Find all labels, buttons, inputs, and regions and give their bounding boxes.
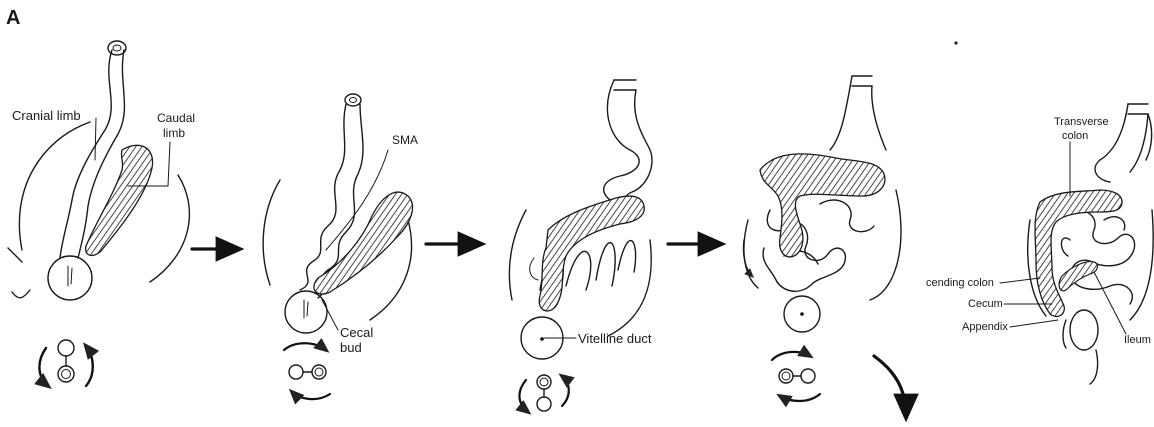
label-vitelline-duct: Vitelline duct: [578, 331, 652, 346]
label-cecal-bud-1: Cecal: [340, 325, 373, 340]
leader-cranial-limb: [95, 118, 96, 160]
label-transverse-colon-1: Transverse: [1054, 116, 1109, 128]
label-transverse-colon-2: colon: [1062, 130, 1088, 142]
stray-dot: [954, 41, 957, 44]
label-caudal-limb-1: Caudal: [157, 111, 195, 125]
stage-3-illustration: Vitelline duct: [509, 80, 652, 412]
rotation-icon-3: [519, 375, 568, 412]
label-sma: SMA: [392, 133, 418, 147]
panel-label: A: [6, 7, 20, 29]
stage-5-illustration: Transverse colon cending colon Cecum App…: [926, 104, 1153, 384]
umbilicus-2: [285, 291, 327, 333]
label-appendix: Appendix: [962, 321, 1008, 333]
stage-2-illustration: SMA Cecal bud: [263, 94, 418, 399]
stage-4-illustration: [743, 76, 901, 401]
label-cranial-limb: Cranial limb: [12, 108, 81, 123]
label-caudal-limb-2: limb: [163, 126, 185, 140]
stage-1-illustration: Cranial limb Caudal limb: [8, 41, 195, 386]
umbilicus: [48, 256, 92, 300]
label-ascending-colon: cending colon: [926, 277, 994, 289]
rotation-icon-2: [284, 343, 330, 399]
rotation-icon: [39, 340, 92, 386]
label-cecal-bud-2: bud: [340, 340, 362, 355]
label-cecum: Cecum: [968, 298, 1003, 310]
arrow-stage-4-to-5: [874, 356, 906, 416]
rotation-icon-4: [772, 352, 820, 401]
label-ileum: Ileum: [1124, 334, 1151, 346]
